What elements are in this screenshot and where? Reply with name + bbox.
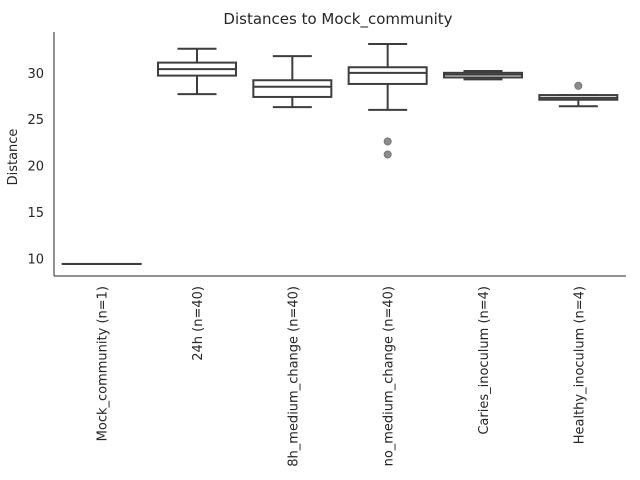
box-iqr	[252, 79, 333, 98]
box-group	[443, 69, 523, 81]
chart-title: Distances to Mock_community	[223, 10, 452, 29]
outlier-point	[574, 81, 583, 90]
outlier-point	[383, 150, 392, 159]
box-group	[157, 47, 237, 96]
x-tick-label: Healthy_inoculum (n=4)	[572, 286, 587, 444]
y-tick-label: 25	[27, 113, 44, 128]
box-group	[538, 81, 619, 108]
y-tick-label: 15	[27, 206, 44, 221]
y-tick-label: 30	[27, 67, 44, 82]
x-tick-label: 24h (n=40)	[191, 286, 206, 361]
x-tick-label: 8h_medium_change (n=40)	[286, 286, 301, 467]
box-marks	[61, 43, 619, 265]
box-group	[252, 55, 333, 109]
box-group	[347, 43, 428, 159]
x-tick-label: no_medium_change (n=40)	[382, 286, 397, 466]
y-tick-label: 10	[27, 252, 44, 267]
y-axis-label: Distance	[6, 129, 21, 186]
outlier-point	[383, 137, 392, 146]
y-tick-label: 20	[27, 160, 44, 175]
x-tick-label: Mock_community (n=1)	[96, 286, 111, 441]
x-tick-label: Caries_inoculum (n=4)	[477, 286, 492, 435]
box-iqr	[347, 66, 428, 85]
